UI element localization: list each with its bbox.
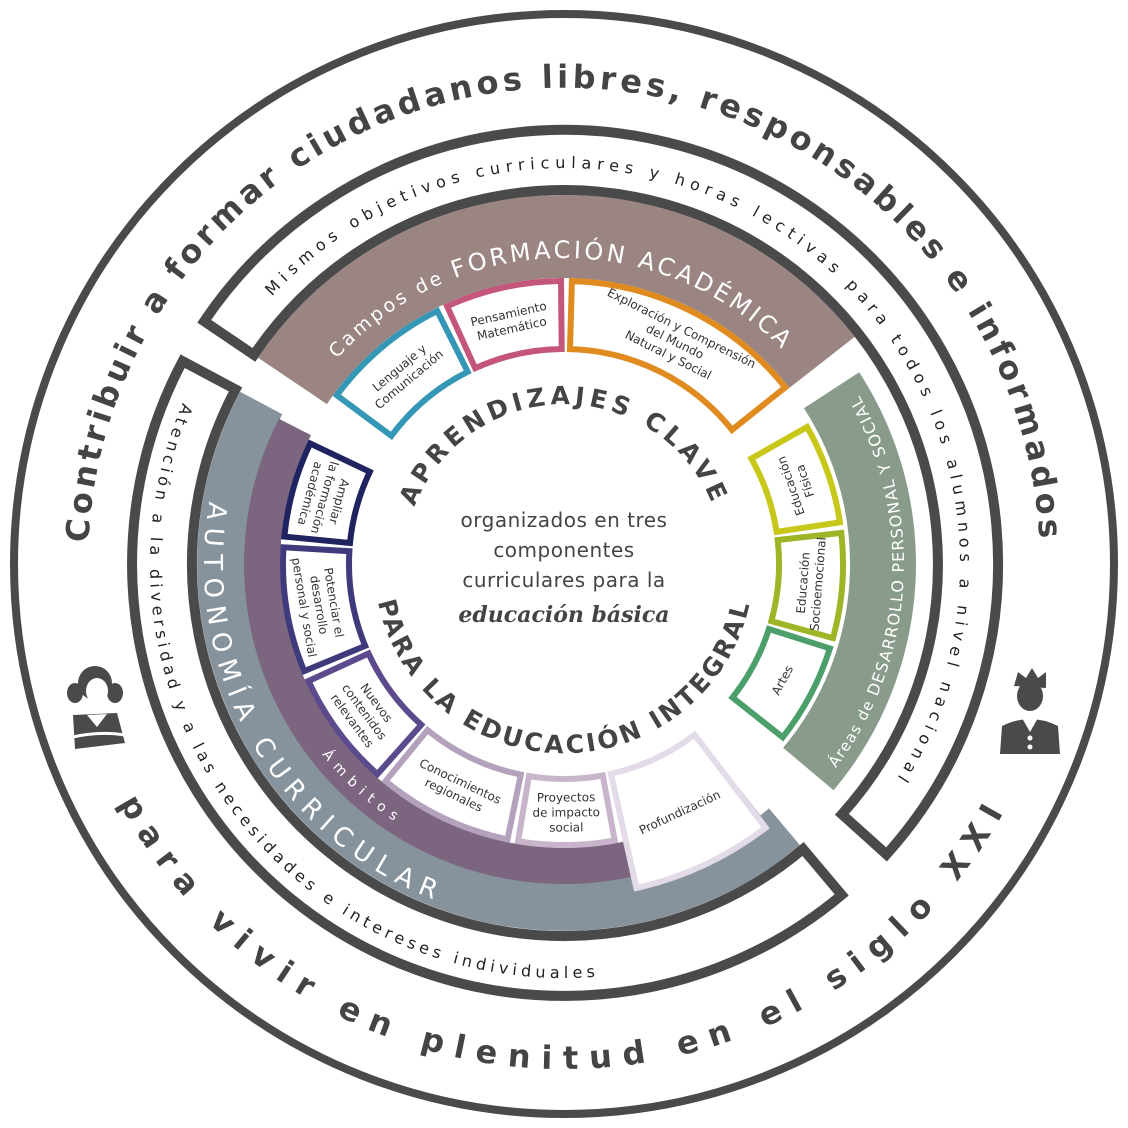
academic-band [258,195,855,405]
autonomy-box-1: Profundización [607,730,770,892]
box-outline [304,649,426,779]
box-outline [381,725,525,843]
box-label-line: social [549,820,583,834]
box-outline [332,306,472,440]
personal-box-3: Artes [728,625,834,742]
box-outline [767,529,846,642]
box-outline [514,772,619,848]
box-outline [566,278,790,435]
center-line-2: componentes [493,538,634,562]
boy-icon [1000,668,1060,754]
personal-band [783,372,916,791]
box-outline [747,422,844,536]
objectives-frame [197,124,1003,862]
center-line-1: organizados en tres [461,508,668,532]
autonomy-band [197,391,800,931]
center-line-3: curriculares para la [462,568,665,592]
box-outline [281,439,374,547]
box-outline [728,625,834,742]
center-emphasis: educación básica [458,602,669,628]
girl-icon [67,666,126,749]
box-label-line: Educación [794,552,813,615]
box-label-line: de impacto [532,805,600,820]
box-outline [280,544,370,676]
center-description: organizados en tres componentes curricul… [458,508,669,628]
box-outline [607,730,770,892]
box-label-line: Proyectos [537,790,596,805]
diversity-frame [127,354,849,1001]
box-outline [443,277,565,373]
